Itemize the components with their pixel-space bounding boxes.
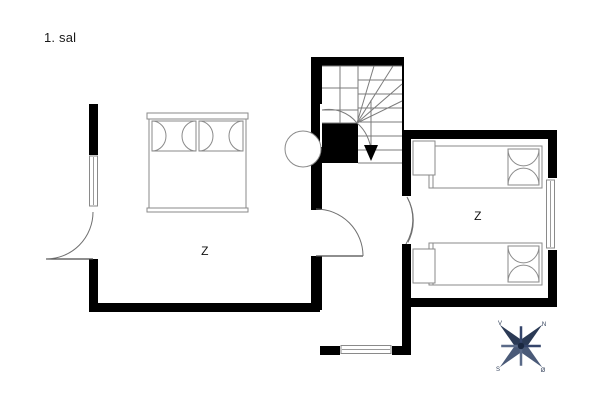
door-master-left <box>45 211 94 260</box>
doors <box>45 196 414 260</box>
stair-direction-arrow-down <box>364 145 378 161</box>
single-bed-upper-pillow <box>507 148 540 186</box>
furniture-round-side-table <box>284 130 322 168</box>
stair-treads-landing-grid <box>322 65 359 124</box>
single-bed-upper <box>412 140 543 189</box>
single-bed-lower-pillow <box>507 245 540 283</box>
single-bed-lower <box>412 242 543 286</box>
stair-treads-straight <box>358 65 402 164</box>
compass-label-east: Ø <box>541 368 546 374</box>
compass-label-north: N <box>542 322 546 328</box>
stair-inner-curve <box>321 108 358 124</box>
windows <box>89 155 555 354</box>
window-master-left <box>89 155 98 207</box>
compass-rose: V N S Ø <box>496 321 546 374</box>
stairwell-opening-block <box>322 123 358 163</box>
window-right-bedroom <box>546 179 555 249</box>
room-label-master-bedroom: Z <box>201 244 209 258</box>
staircase <box>321 65 403 164</box>
furniture-single-beds <box>412 140 543 286</box>
interior-wall-master-hall <box>311 104 320 312</box>
bed-headboard <box>146 112 249 120</box>
nightstand-upper <box>412 140 436 176</box>
bed-pillow-right <box>198 120 244 152</box>
compass-star <box>499 324 543 368</box>
compass-label-west: V <box>498 321 502 327</box>
bed-pillow-left <box>151 120 197 152</box>
nightstand-lower <box>412 248 436 284</box>
furniture-double-bed <box>146 112 249 213</box>
exterior-wall-outline <box>89 57 557 355</box>
window-hall-bottom <box>340 345 392 354</box>
page-title: 1. sal <box>44 30 77 45</box>
bed-footboard <box>146 207 249 213</box>
stair-winder-lines <box>356 65 403 124</box>
door-opening-master-left <box>87 207 100 259</box>
compass-label-south: S <box>496 367 500 373</box>
door-master-hall <box>315 208 364 257</box>
room-label-second-bedroom: Z <box>474 209 482 223</box>
door-opening-master-hall <box>309 210 322 256</box>
